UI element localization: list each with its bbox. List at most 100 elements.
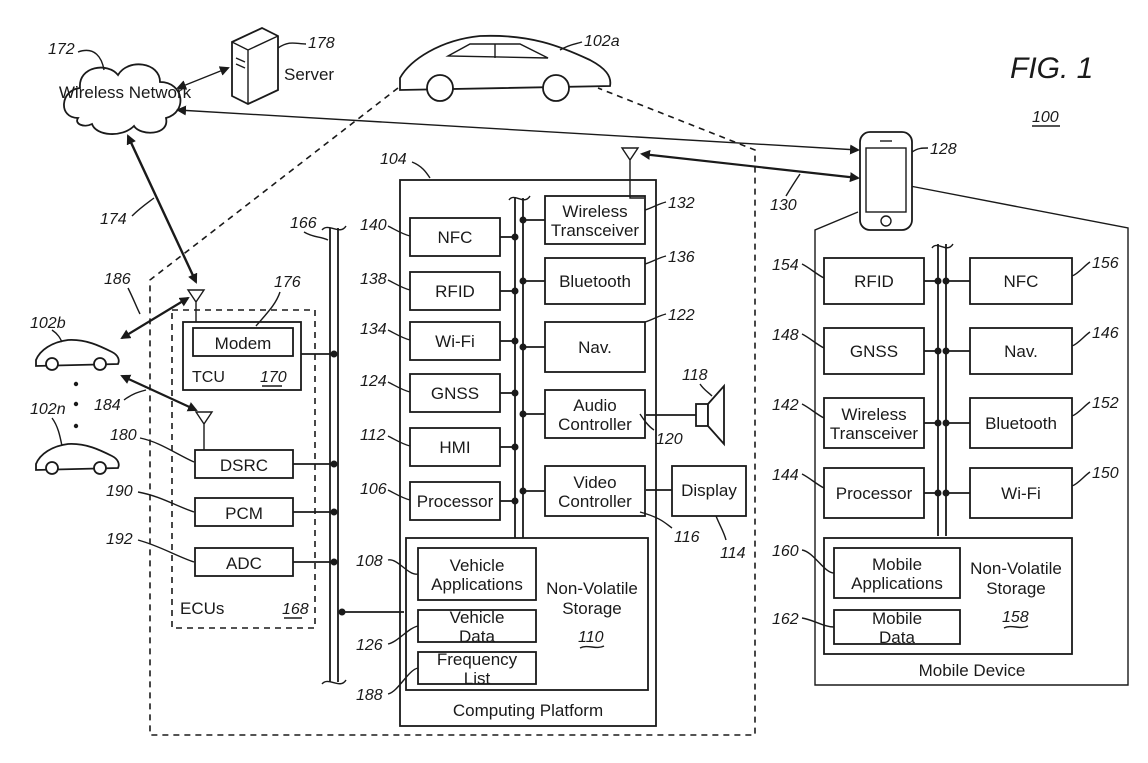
network-mobile-link (176, 105, 860, 155)
tcu-antenna-icon (186, 289, 206, 322)
modem-ref-leader (255, 291, 281, 327)
platform-nav-box (544, 321, 646, 373)
dsrc-ref: 180 (110, 427, 137, 444)
mobile-nav-ref: 146 (1092, 325, 1119, 342)
mobile-storage-ref: 158 (1002, 609, 1029, 626)
platform-nfc-ref: 140 (360, 217, 387, 234)
platform-storage-vehicle-applications-ref-leader (387, 559, 419, 575)
mobile-ref: 128 (930, 141, 957, 158)
mobile-processor-ref: 144 (772, 467, 799, 484)
figure-title: FIG. 1 (1010, 52, 1093, 85)
server-ref-leader (277, 42, 307, 49)
mobile-bluetooth-module: Bluetooth (969, 397, 1073, 449)
mobile-storage-mobile-data-box (833, 609, 961, 645)
vehicle-n-link (120, 374, 198, 412)
link-130-ref-leader (785, 173, 801, 197)
mobile-processor-ref-leader (801, 473, 825, 489)
mobile-rfid-label: RFID (854, 272, 894, 291)
platform-processor-module: Processor (409, 481, 501, 521)
platform-audio-controller-box (544, 389, 646, 439)
platform-bluetooth-ref-leader (644, 255, 667, 265)
mobile-processor-box (823, 467, 925, 519)
platform-video-controller-box (544, 465, 646, 517)
platform-processor-bus-node (511, 497, 519, 505)
platform-hmi-label: HMI (439, 438, 470, 457)
platform-storage-frequency-list-box (417, 651, 537, 685)
platform-processor-ref: 106 (360, 481, 387, 498)
mobile-gnss-box (823, 327, 925, 375)
mobile-bluetooth-ref: 152 (1092, 395, 1119, 412)
platform-bluetooth-module: Bluetooth (544, 257, 646, 305)
platform-bluetooth-ref: 136 (668, 249, 695, 266)
ecus-group (171, 309, 316, 629)
network-link-ref-leader (131, 197, 155, 217)
computing-platform-ref: 104 (380, 151, 407, 168)
computing-platform-label: Computing Platform (453, 701, 603, 720)
platform-gnss-label: GNSS (431, 384, 479, 403)
platform-nfc-box (409, 217, 501, 257)
platform-nfc-bus-node (511, 233, 519, 241)
pcm-bus-node (330, 508, 338, 516)
ecus-ref: 168 (282, 601, 309, 618)
mobile-rfid-bus-node (934, 277, 942, 285)
mobile-gnss-ref-leader (801, 333, 825, 349)
platform-video-controller-ref-leader (639, 511, 673, 529)
display-ref-leader (715, 515, 727, 541)
mobile-storage-mobile-applications-ref: 160 (772, 543, 799, 560)
mobile-device-label: Mobile Device (919, 661, 1026, 680)
adc-bus-node (330, 558, 338, 566)
pcm-ref-leader (137, 491, 195, 513)
platform-nav-module: Nav. (544, 321, 646, 373)
mobile-gnss-ref: 148 (772, 327, 799, 344)
link-130-ref: 130 (770, 197, 797, 214)
platform-antenna-icon (620, 147, 644, 199)
platform-nav-ref-leader (644, 313, 667, 323)
mobile-wireless-transceiver-bus-node (934, 419, 942, 427)
tcu-bus-node (330, 350, 338, 358)
network-label: Wireless Network (59, 83, 192, 102)
platform-storage-vehicle-applications-box (417, 547, 537, 601)
mobile-gnss-bus-node (934, 347, 942, 355)
platform-hmi-ref-leader (387, 435, 411, 447)
platform-nfc-ref-leader (387, 225, 411, 237)
mobile-storage-mobile-data-ref-leader (801, 617, 835, 628)
vehicle-b-link-ref-leader (127, 287, 141, 315)
platform-storage-vehicle-data-ref-leader (387, 625, 419, 645)
mobile-rfid-ref-leader (801, 263, 825, 279)
vehicle-bus (321, 225, 347, 685)
mobile-storage-mobile-applications-ref-leader (801, 549, 835, 574)
server-label: Server (284, 65, 334, 84)
platform-processor-ref-leader (387, 489, 411, 501)
dsrc-label: DSRC (220, 456, 268, 475)
vehicle-car-icon (399, 34, 612, 102)
platform-wi-fi-bus-node (511, 337, 519, 345)
modem-box (192, 327, 294, 357)
mobile-processor-module: Processor (823, 467, 925, 519)
platform-hmi-bus-node (511, 443, 519, 451)
bus-ref-leader (303, 231, 329, 241)
mobile-nav-ref-leader (1071, 331, 1091, 347)
platform-rfid-ref-leader (387, 279, 411, 291)
platform-wireless-transceiver-bus-node (519, 216, 527, 224)
platform-hmi-box (409, 427, 501, 467)
mobile-nfc-label: NFC (1004, 272, 1039, 291)
adc-ref: 192 (106, 531, 133, 548)
platform-audio-controller-bus-node (519, 410, 527, 418)
platform-gnss-bus-node (511, 389, 519, 397)
platform-wireless-transceiver-ref: 132 (668, 195, 695, 212)
platform-wireless-transceiver-ref-leader (644, 201, 667, 211)
mobile-nav-label: Nav. (1004, 342, 1038, 361)
mobile-nfc-box (969, 257, 1073, 305)
platform-video-controller-bus-node (519, 487, 527, 495)
vehicle-b-ref-leader (51, 329, 63, 343)
